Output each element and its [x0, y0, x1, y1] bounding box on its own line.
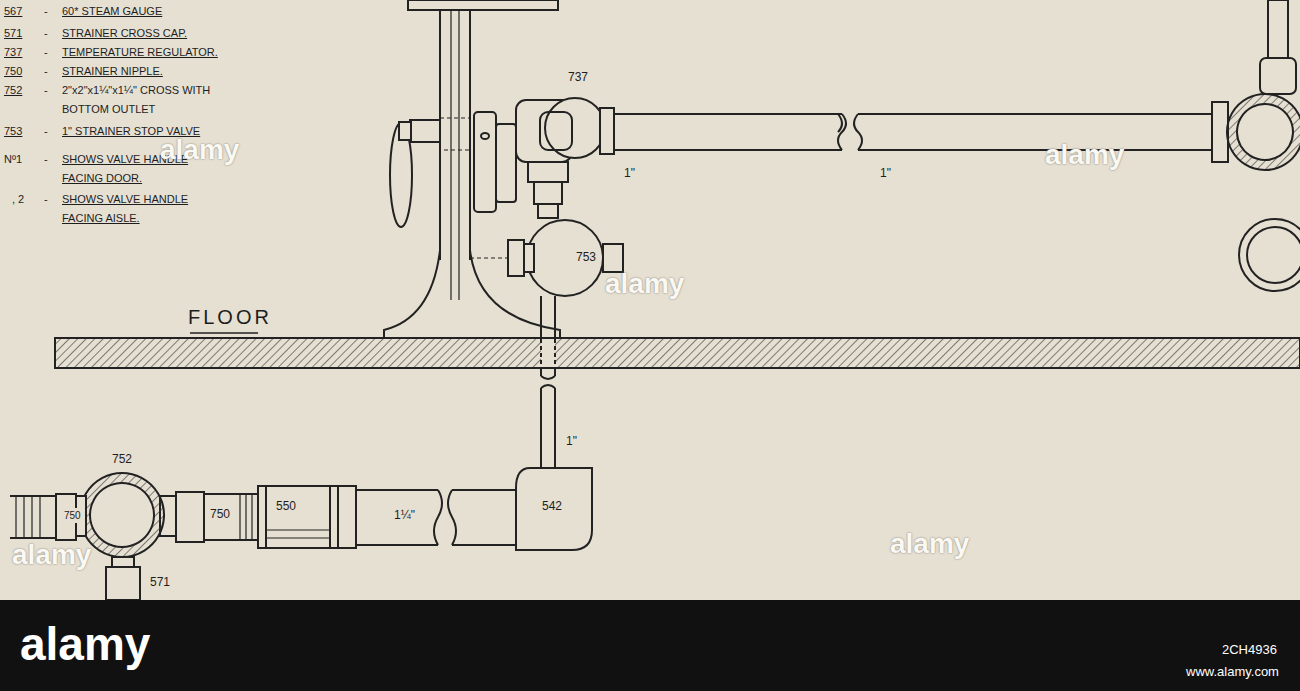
legend-entry: 1" STRAINER STOP VALVE — [62, 122, 200, 141]
callout-number: 752 — [110, 452, 134, 467]
legend-entry: - — [44, 24, 48, 43]
callout-number: 1¼" — [392, 508, 417, 523]
watermark: alamy — [605, 274, 684, 293]
floor-slab — [55, 338, 1300, 368]
floor-label: FLOOR — [188, 308, 272, 327]
watermark: alamy — [890, 534, 969, 553]
watermark: alamy — [12, 545, 91, 564]
callout-number: 1" — [878, 166, 893, 181]
legend-entry: - — [44, 190, 48, 209]
strainer-body — [258, 486, 356, 548]
legend-entry: STRAINER CROSS CAP. — [62, 24, 187, 43]
callout-number: 1" — [564, 434, 579, 449]
strainer-cap — [106, 567, 140, 600]
legend-entry: 750 — [4, 62, 22, 81]
legend-entry: Nº1 — [4, 150, 22, 169]
watermark: alamy — [160, 140, 239, 159]
legend-entry: SHOWS VALVE HANDLE FACING AISLE. — [62, 190, 202, 228]
callout-number: 542 — [540, 499, 564, 514]
callout-number: 750 — [208, 507, 232, 522]
watermark: 2CH4936 — [1222, 640, 1277, 659]
legend-entry: - — [44, 62, 48, 81]
legend-entry: - — [44, 2, 48, 21]
stop-valve — [527, 220, 603, 296]
watermark: alamy — [1045, 145, 1124, 164]
legend-entry: STRAINER NIPPLE. — [62, 62, 163, 81]
legend-entry: 737 — [4, 43, 22, 62]
legend-entry: - — [44, 43, 48, 62]
pedestal-top — [408, 0, 558, 10]
legend-entry: , 2 — [12, 190, 24, 209]
watermark: www.alamy.com — [1186, 662, 1279, 681]
legend-entry: - — [44, 81, 48, 100]
legend-entry: 60* STEAM GAUGE — [62, 2, 162, 21]
callout-number: 737 — [566, 70, 590, 85]
legend-entry: TEMPERATURE REGULATOR. — [62, 43, 218, 62]
callout-number: 1" — [622, 166, 637, 181]
strainer-nipple — [204, 494, 258, 540]
watermark-bar — [0, 600, 1300, 691]
handwheel — [390, 123, 412, 227]
callout-number: 550 — [274, 499, 298, 514]
legend-entry: - — [44, 150, 48, 169]
callout-number: 750 — [62, 508, 83, 523]
legend-entry: 571 — [4, 24, 22, 43]
legend-entry: 2"x2"x1¼"x1¼" CROSS WITH BOTTOM OUTLET — [62, 81, 240, 119]
legend-entry: 567 — [4, 2, 22, 21]
watermark: alamy — [20, 616, 150, 672]
cross-fitting — [80, 473, 164, 557]
callout-number: 571 — [148, 575, 172, 590]
cross-section — [1227, 94, 1300, 170]
elbow — [516, 468, 592, 550]
legend-entry: - — [44, 122, 48, 141]
callout-number: 753 — [574, 250, 598, 265]
legend-entry: 752 — [4, 81, 22, 100]
legend-entry: 753 — [4, 122, 22, 141]
